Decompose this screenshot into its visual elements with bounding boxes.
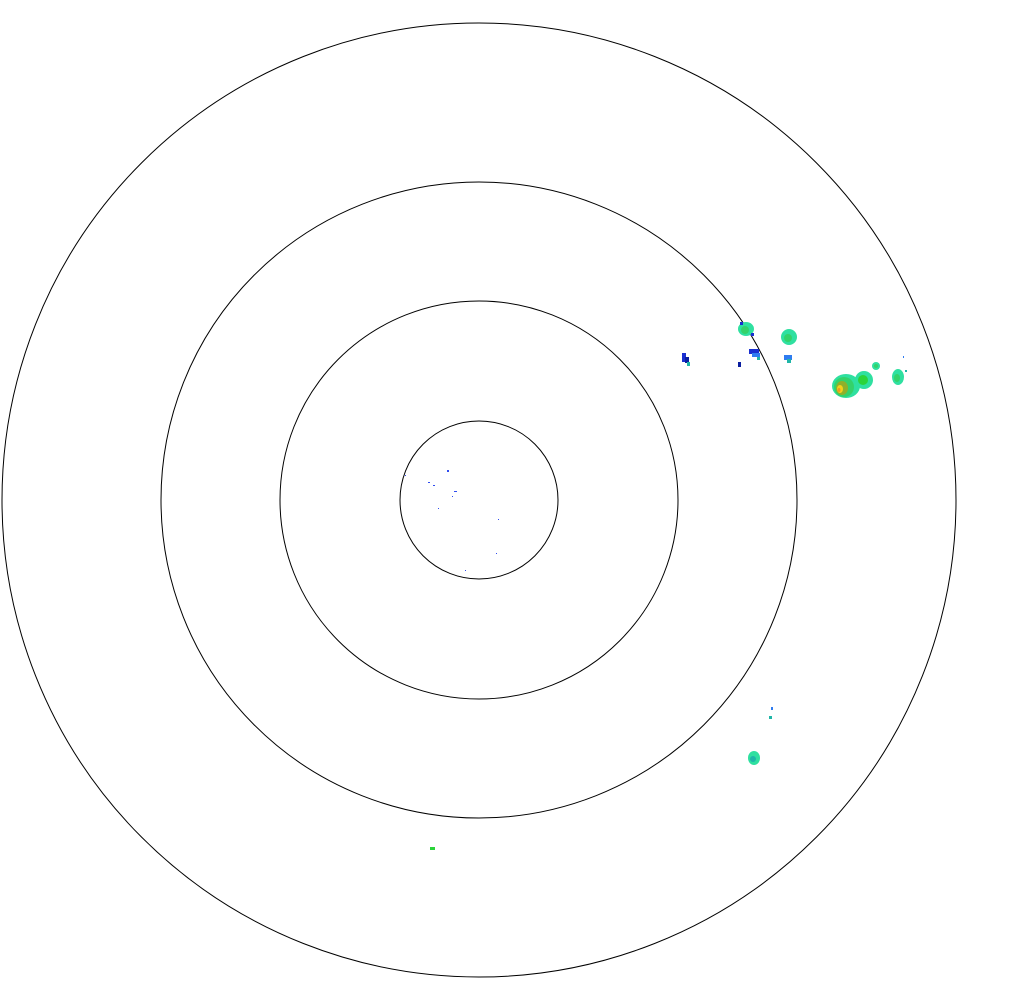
echo-cell-east-1 bbox=[781, 329, 797, 363]
range-ring-3 bbox=[160, 181, 798, 819]
echo-cell-south bbox=[430, 847, 435, 850]
range-ring-2 bbox=[279, 300, 679, 700]
storm-cell-east bbox=[855, 371, 873, 389]
echo-cell-southeast bbox=[748, 707, 773, 765]
storm-cell-main bbox=[832, 374, 860, 398]
center-clutter bbox=[405, 470, 499, 571]
range-ring-4 bbox=[1, 22, 957, 978]
echo-cell-ring-north bbox=[738, 322, 754, 336]
storm-cell-far-east bbox=[892, 356, 907, 385]
range-ring-1 bbox=[399, 420, 559, 580]
precipitation-echoes bbox=[405, 322, 907, 850]
echo-cell-west bbox=[682, 353, 690, 366]
storm-cell-north-small bbox=[872, 362, 880, 370]
range-rings bbox=[1, 22, 957, 978]
echo-cell-ring-mid bbox=[738, 349, 760, 367]
